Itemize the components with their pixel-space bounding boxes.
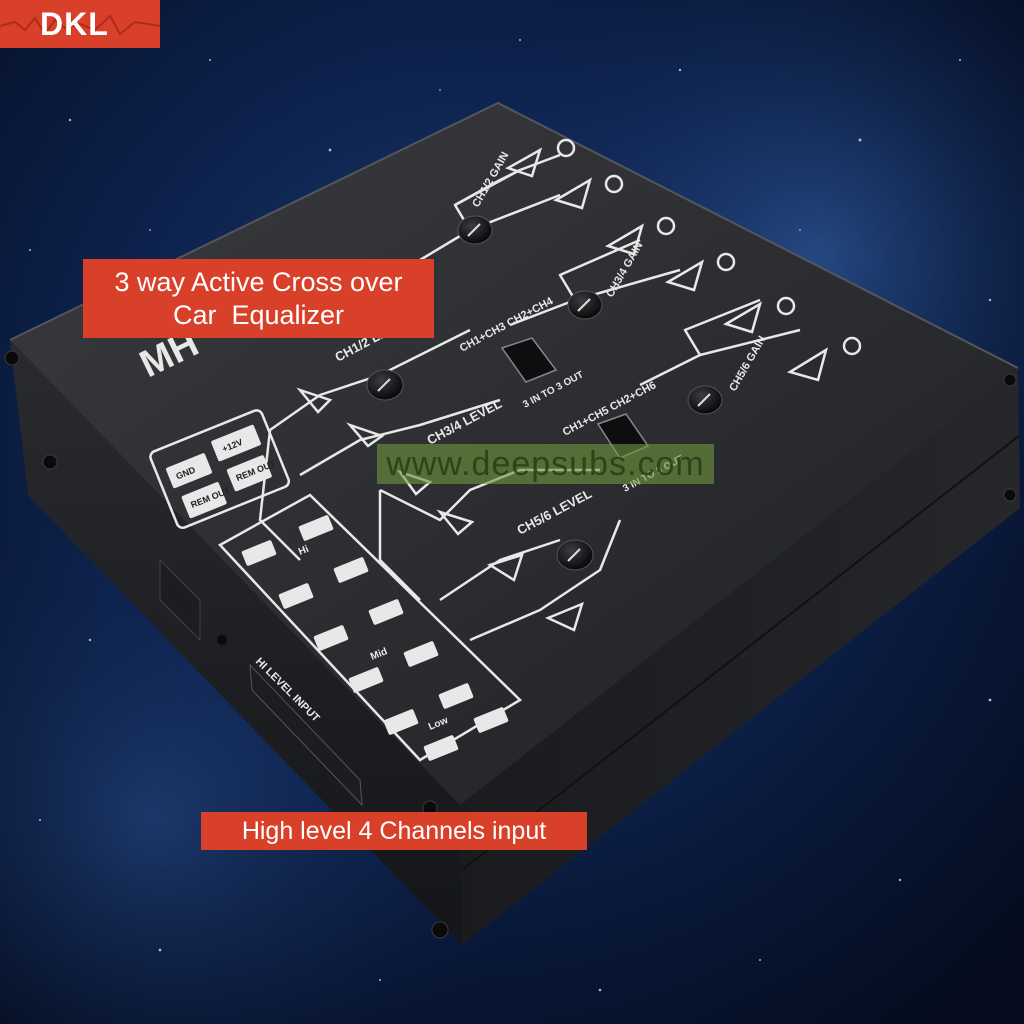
crossover-callout-line1: 3 way Active Cross over: [114, 267, 403, 297]
svg-text:Hi: Hi: [297, 544, 311, 558]
crossover-callout-line2: Car Equalizer: [172, 300, 345, 330]
screws: [4, 350, 1017, 939]
device-right-face: [460, 368, 1020, 945]
knob-ch56-gain: [687, 385, 723, 415]
knobs: [366, 215, 723, 571]
knob-ch12-gain: [457, 215, 493, 245]
device-seam: [461, 435, 1020, 871]
waveform-icon: [0, 14, 160, 36]
knob-ch12-level: [366, 369, 404, 401]
side-connectors: [159, 558, 363, 807]
knob-ch56-level: [556, 539, 594, 571]
input-callout: High level 4 Channels input: [201, 812, 587, 850]
logo-text: DKL: [40, 6, 109, 42]
device-front-face: [10, 340, 462, 945]
knob-ch34-gain: [567, 290, 603, 320]
dkl-logo: DKL: [0, 0, 160, 48]
crossover-callout: 3 way Active Cross over Car Equalizer: [83, 259, 434, 338]
rca-outputs: [556, 138, 862, 356]
watermark: www.deepsubs.com: [377, 444, 714, 484]
